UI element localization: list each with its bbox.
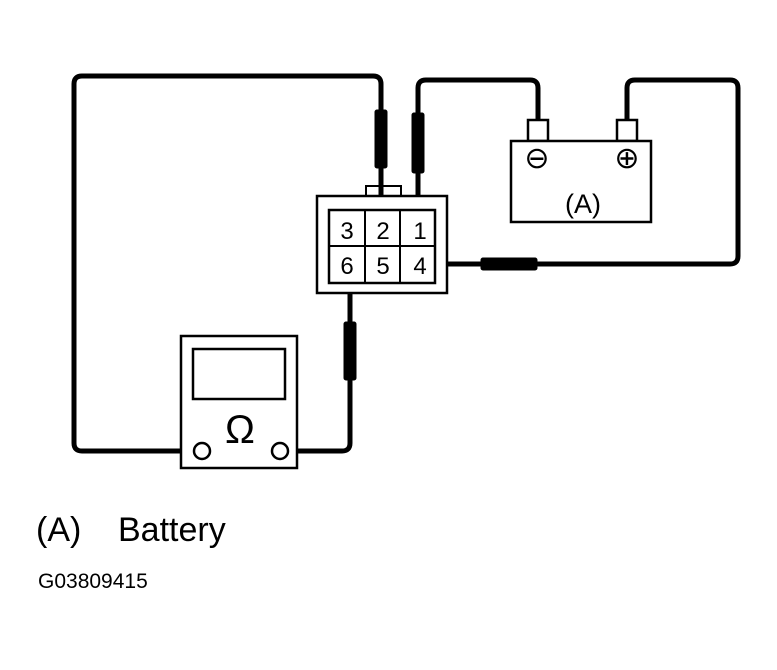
ohm-icon: Ω (225, 408, 255, 452)
wire-pin6-to-ohmmeter-right (280, 267, 353, 454)
connector-lock-tab (365, 185, 402, 196)
wire-pin4-to-battery-positive (427, 77, 741, 267)
legend: (A) Battery (36, 508, 226, 552)
wire-pin1-to-battery-negative (415, 77, 541, 208)
battery-terminal-negative (526, 118, 550, 143)
figure-code: G03809415 (38, 570, 148, 593)
battery: ⊖ ⊕ (A) (509, 118, 653, 224)
connector-pin-5: 5 (376, 253, 389, 280)
ohmmeter-jack-right (270, 441, 290, 461)
wire-pin2-to-ohmmeter-left (71, 73, 384, 454)
battery-positive-symbol: ⊕ (614, 142, 639, 175)
legend-text: Battery (118, 511, 226, 549)
ohmmeter-display (191, 347, 287, 401)
legend-key: (A) (36, 511, 82, 549)
connector-pin-3: 3 (340, 218, 353, 245)
connector-pin-1: 1 (413, 218, 426, 245)
battery-label: (A) (565, 189, 601, 219)
ohmmeter: Ω (179, 334, 299, 470)
battery-negative-symbol: ⊖ (524, 142, 549, 175)
ohmmeter-jack-left (192, 441, 212, 461)
connector-pin-6: 6 (340, 253, 353, 280)
probe-pin1 (411, 112, 425, 174)
connector-pin-4: 4 (413, 253, 426, 280)
battery-body (509, 139, 653, 224)
probe-pin4 (480, 257, 538, 271)
battery-terminal-positive (615, 118, 639, 143)
connector-pin-2: 2 (376, 218, 389, 245)
probe-pin6 (343, 321, 357, 381)
probe-pin2 (374, 109, 388, 169)
connector: 3 2 1 6 5 4 (315, 185, 449, 295)
